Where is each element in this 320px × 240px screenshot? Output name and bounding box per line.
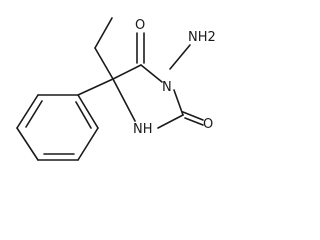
bond-c2-o-a xyxy=(182,111,204,121)
bond-n1-c5 xyxy=(112,78,136,122)
phenyl-bond-6 xyxy=(77,94,99,129)
phenyl-bond-5 xyxy=(77,127,99,161)
bond-n3-c2 xyxy=(173,89,184,116)
phenyl-double-1 xyxy=(25,100,43,128)
bond-c2-o-b xyxy=(184,117,204,126)
atom-n3: N xyxy=(162,80,172,95)
chemical-structure: O NH2 N O NH xyxy=(16,17,216,161)
atom-o-top: O xyxy=(135,18,145,33)
bond-ch2-ch3 xyxy=(94,17,113,49)
atom-o-right: O xyxy=(203,117,213,132)
atom-nh: NH xyxy=(133,122,153,137)
bond-c4-n3 xyxy=(140,64,163,83)
phenyl-bond-2 xyxy=(16,94,39,129)
phenyl-double-3 xyxy=(75,101,92,129)
bond-n3-nh2 xyxy=(169,44,191,70)
bond-c5-ch2 xyxy=(94,47,114,80)
bond-c5-c4 xyxy=(112,64,142,80)
phenyl-bond-3 xyxy=(16,127,39,161)
bond-c5-phenyl xyxy=(77,78,114,96)
bond-c2-n1 xyxy=(157,114,184,129)
atom-nh2: NH2 xyxy=(188,30,216,45)
